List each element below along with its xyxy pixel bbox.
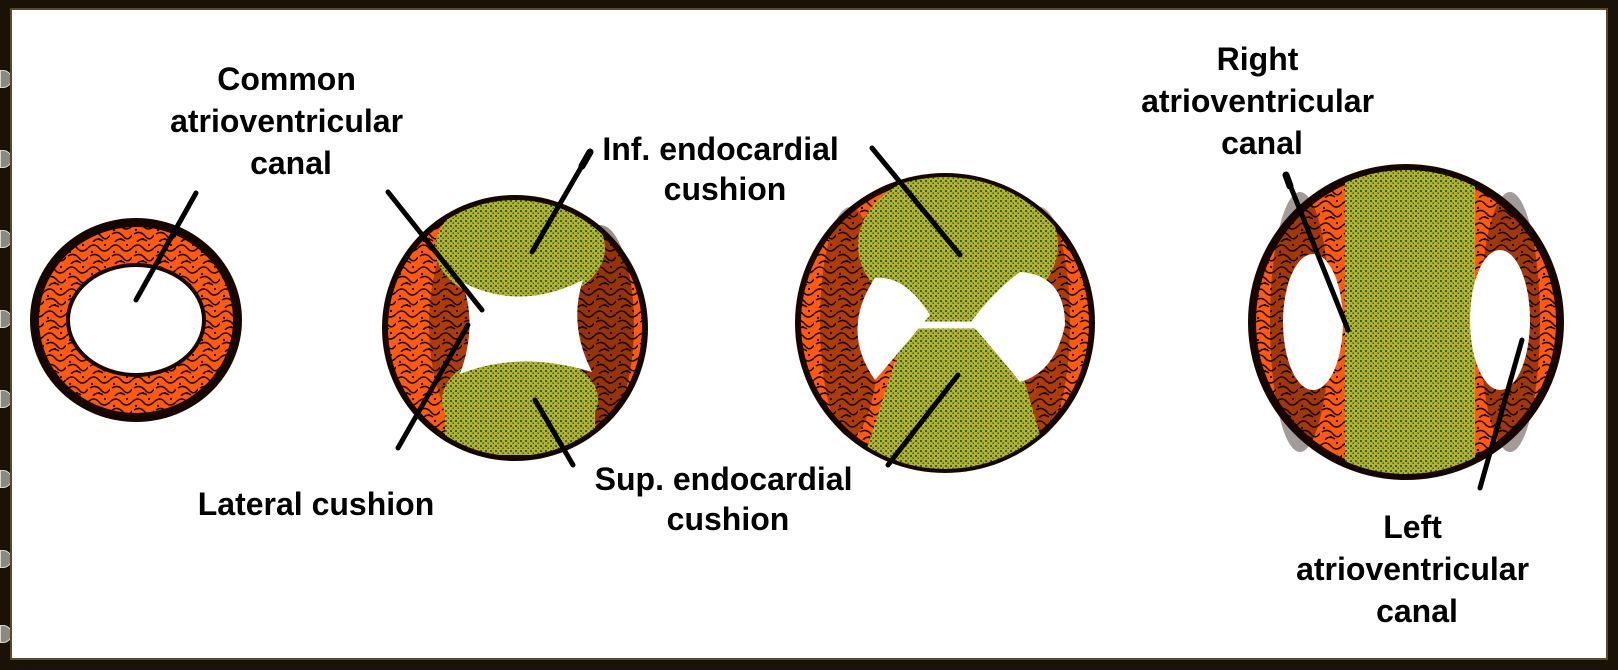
label-line: Right xyxy=(1217,41,1299,77)
label-sup-cushion: Sup. endocardial cushion xyxy=(595,461,862,537)
label-line: canal xyxy=(250,145,332,181)
stage-1-common-canal xyxy=(30,218,242,422)
label-line: Sup. endocardial xyxy=(595,461,853,497)
label-line: canal xyxy=(1376,593,1458,629)
label-line: canal xyxy=(1221,125,1303,161)
stage-3-fusion xyxy=(795,170,1095,473)
label-line: Inf. endocardial xyxy=(602,131,838,167)
label-right-canal: Right atrioventricular canal xyxy=(1141,41,1383,161)
label-common-canal: Common atrioventricular canal xyxy=(170,61,412,181)
label-line: cushion xyxy=(664,171,787,207)
label-line: Left xyxy=(1383,509,1442,545)
label-line: atrioventricular xyxy=(1296,551,1529,587)
label-line: atrioventricular xyxy=(170,103,403,139)
label-line: Common xyxy=(217,61,356,97)
label-inf-cushion: Inf. endocardial cushion xyxy=(602,131,847,207)
label-line: Lateral cushion xyxy=(198,486,435,522)
label-line: cushion xyxy=(667,501,790,537)
label-left-canal: Left atrioventricular canal xyxy=(1296,509,1538,629)
label-lateral-cushion: Lateral cushion xyxy=(198,486,435,522)
label-line: atrioventricular xyxy=(1141,83,1374,119)
